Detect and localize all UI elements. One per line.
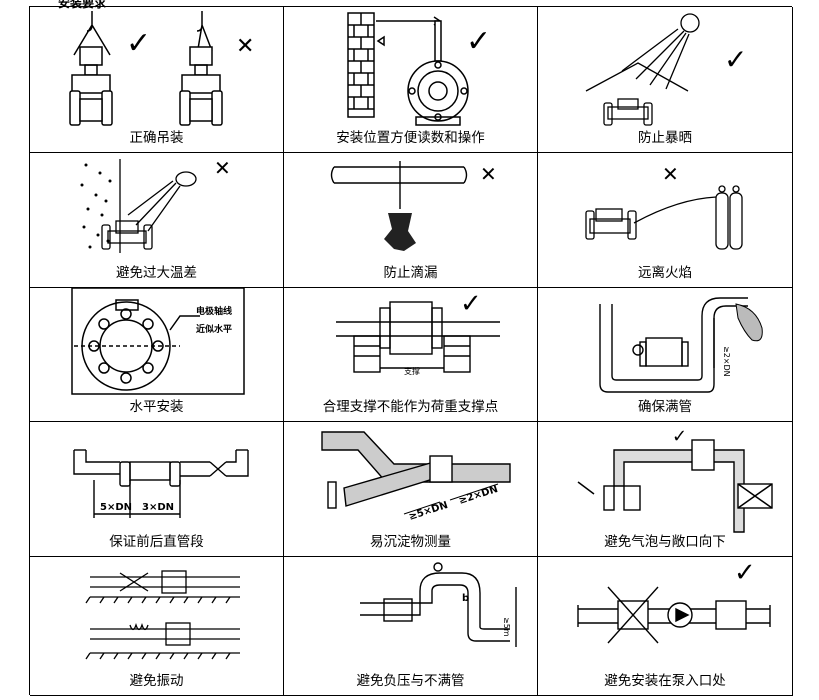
- avoid-bubbles-illustration: ✓: [577, 426, 773, 533]
- cross-mark: ✕: [480, 162, 497, 186]
- cell-convenient-location: ✓ 安装位置方便读数和操作: [284, 7, 538, 153]
- cell-away-from-fire: ✕ 远离火焰: [538, 153, 793, 288]
- caption: 避免安装在泵入口处: [604, 673, 726, 689]
- label-pipe-height: ≥2×DN: [722, 346, 731, 377]
- cell-proper-support: 支撑 ✓ 合理支撑不能作为荷重支撑点: [284, 288, 538, 422]
- label-b: b: [462, 593, 469, 604]
- cell-avoid-temp-diff: ✕ 避免过大温差: [30, 153, 284, 288]
- caption: 保证前后直管段: [109, 534, 204, 550]
- check-mark: ✓: [466, 24, 491, 59]
- avoid-negative-pressure-illustration: b ≥5m: [360, 562, 517, 647]
- caption: 合理支撑不能作为荷重支撑点: [322, 399, 499, 415]
- avoid-sun-illustration: ✓: [585, 13, 747, 126]
- cell-prevent-leak: ✕ 防止滴漏: [284, 153, 538, 288]
- caption: 避免过大温差: [116, 265, 197, 281]
- cross-mark: ✕: [662, 162, 679, 186]
- caption: 防止暴晒: [638, 130, 692, 146]
- check-mark: ✓: [126, 26, 151, 61]
- label-3dn: 3×DN: [142, 502, 174, 513]
- cell-avoid-pump-inlet: ✓ 避免安装在泵入口处: [538, 557, 793, 696]
- cell-straight-pipe: 5×DN 3×DN 保证前后直管段: [30, 422, 284, 557]
- avoid-temp-diff-illustration: ✕: [80, 156, 231, 253]
- correct-lifting-illustration: ✓ ✕: [69, 11, 254, 126]
- cross-mark: ✕: [236, 34, 254, 59]
- caption: 确保满管: [638, 399, 692, 415]
- cell-correct-lifting: ✓ ✕ 正确吊装: [30, 7, 284, 153]
- cell-avoid-bubbles: ✓ 避免气泡与敞口向下: [538, 422, 793, 557]
- label-ge-5dn: ≥5×DN: [408, 500, 450, 523]
- avoid-vibration-illustration: [85, 570, 240, 660]
- label-5dn: 5×DN: [100, 502, 132, 513]
- cross-mark: ✕: [214, 156, 231, 180]
- cell-horizontal-install: 电极轴线 近似水平 水平安装: [30, 288, 284, 422]
- check-mark: ✓: [460, 289, 482, 319]
- cell-sediment-measure: ≥5×DN ≥2×DN 易沉淀物测量: [284, 422, 538, 557]
- label-h: ≥5m: [502, 617, 511, 637]
- sediment-measure-illustration: ≥5×DN ≥2×DN: [321, 431, 511, 523]
- full-pipe-illustration: ≥2×DN: [599, 297, 763, 393]
- away-from-fire-illustration: ✕: [585, 162, 743, 250]
- caption: 正确吊装: [129, 130, 184, 146]
- caption: 避免振动: [129, 673, 184, 689]
- straight-pipe-illustration: 5×DN 3×DN: [73, 449, 249, 518]
- cell-avoid-sun: ✓ 防止暴晒: [538, 7, 793, 153]
- label-ge-2dn: ≥2×DN: [458, 484, 500, 507]
- check-mark: ✓: [724, 43, 747, 76]
- caption: 安装位置方便读数和操作: [336, 130, 485, 146]
- caption: 防止滴漏: [383, 265, 438, 281]
- label-support: 支撑: [404, 366, 420, 376]
- installation-requirements-table: ✓ ✕ 正确吊装 ✓: [29, 6, 793, 696]
- caption: 易沉淀物测量: [370, 534, 451, 550]
- cell-full-pipe: ≥2×DN 确保满管: [538, 288, 793, 422]
- caption: 远离火焰: [638, 265, 692, 281]
- proper-support-illustration: 支撑 ✓: [336, 289, 500, 376]
- caption: 避免负压与不满管: [356, 673, 465, 689]
- prevent-leak-illustration: ✕: [330, 161, 497, 251]
- convenient-location-illustration: ✓: [347, 12, 491, 126]
- caption: 水平安装: [129, 399, 184, 415]
- horizontal-install-illustration: 电极轴线 近似水平: [71, 288, 245, 395]
- label-approx-horizontal: 近似水平: [196, 323, 232, 335]
- section-label: 安装要求: [58, 0, 107, 10]
- cell-avoid-vibration: 避免振动: [30, 557, 284, 696]
- cell-avoid-negative-pressure: b ≥5m 避免负压与不满管: [284, 557, 538, 696]
- label-electrode-axis: 电极轴线: [196, 305, 232, 317]
- check-mark: ✓: [734, 558, 756, 588]
- check-mark: ✓: [672, 426, 687, 447]
- caption: 避免气泡与敞口向下: [604, 534, 726, 550]
- avoid-pump-inlet-illustration: ✓: [577, 558, 771, 644]
